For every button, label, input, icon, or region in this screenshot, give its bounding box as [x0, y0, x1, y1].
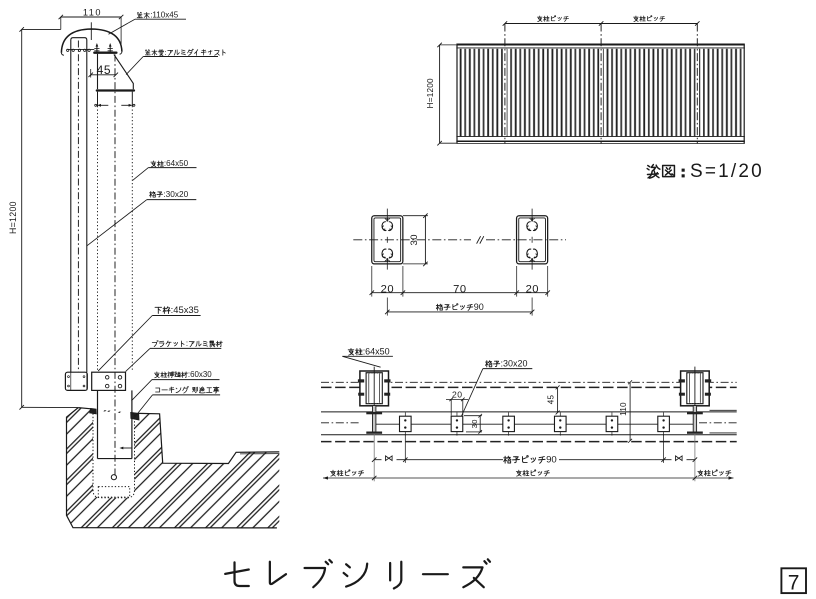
svg-text:110: 110 [83, 8, 102, 18]
svg-text::: : [165, 48, 167, 57]
svg-text::64x50: :64x50 [363, 346, 390, 356]
svg-text::30x20: :30x20 [501, 358, 528, 368]
svg-text:H=1200: H=1200 [8, 201, 18, 234]
svg-text:30: 30 [470, 419, 479, 428]
svg-text::30x20: :30x20 [163, 190, 188, 199]
svg-text:7: 7 [788, 572, 800, 595]
svg-text::60x30: :60x30 [188, 370, 212, 379]
svg-text:45: 45 [97, 63, 112, 77]
svg-text:20: 20 [526, 283, 539, 295]
svg-text:20: 20 [381, 283, 394, 295]
svg-text::45x35: :45x35 [171, 304, 199, 315]
svg-text:20: 20 [452, 390, 462, 400]
svg-text:45: 45 [547, 395, 556, 405]
svg-text:110: 110 [619, 402, 628, 416]
svg-text:H=1200: H=1200 [426, 78, 435, 108]
svg-text:S=1/20: S=1/20 [690, 161, 764, 182]
svg-text:70: 70 [453, 283, 466, 295]
svg-text:30: 30 [409, 234, 420, 245]
svg-text::110x45: :110x45 [150, 11, 179, 20]
svg-text:90: 90 [546, 455, 557, 466]
svg-text:90: 90 [474, 302, 484, 312]
svg-text::: : [186, 339, 188, 348]
svg-text::64x50: :64x50 [164, 159, 189, 168]
